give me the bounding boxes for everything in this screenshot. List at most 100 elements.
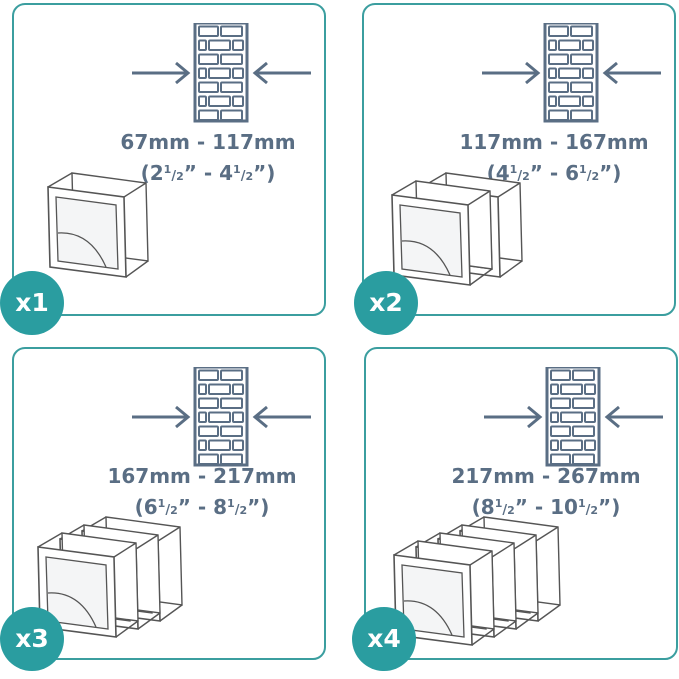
adapter-opening bbox=[55, 196, 119, 270]
brick bbox=[198, 109, 219, 121]
brick bbox=[584, 383, 596, 395]
thickness-range: 217mm - 267mm (81/2” - 101/2”) bbox=[426, 463, 666, 524]
brick bbox=[220, 81, 243, 93]
brick bbox=[572, 425, 595, 437]
brick bbox=[232, 411, 244, 423]
brick bbox=[548, 67, 557, 79]
brick bbox=[198, 95, 207, 107]
brick bbox=[198, 425, 219, 437]
wall-thickness-panel-2: 117mm - 167mm (41/2” - 61/2”) x2 bbox=[354, 3, 676, 335]
brick bbox=[572, 369, 595, 381]
brick bbox=[198, 369, 219, 381]
thickness-range: 117mm - 167mm (41/2” - 61/2”) bbox=[434, 129, 674, 190]
brick bbox=[558, 67, 581, 79]
brick bbox=[198, 67, 207, 79]
range-mm: 67mm - 117mm bbox=[120, 130, 296, 154]
brick bbox=[198, 39, 207, 51]
duct-adapter-icon bbox=[393, 516, 561, 646]
brick bbox=[548, 95, 557, 107]
brick-wall-icon bbox=[484, 367, 663, 467]
brick bbox=[582, 39, 594, 51]
adapter-opening bbox=[401, 564, 465, 638]
brick bbox=[232, 95, 244, 107]
brick bbox=[220, 53, 243, 65]
adapter-piece bbox=[37, 532, 139, 638]
brick bbox=[558, 95, 581, 107]
adapter-opening bbox=[45, 556, 109, 630]
adapter-curve bbox=[403, 600, 453, 636]
brick bbox=[198, 81, 219, 93]
brick bbox=[570, 81, 593, 93]
brick-wall-icon bbox=[132, 23, 311, 123]
brick bbox=[208, 411, 231, 423]
adapter-curve bbox=[401, 240, 451, 276]
wall-thickness-panel-3: 167mm - 217mm (61/2” - 81/2”) x3 bbox=[0, 347, 326, 671]
brick bbox=[232, 383, 244, 395]
brick bbox=[570, 53, 593, 65]
brick bbox=[198, 439, 207, 451]
left-arrow-head bbox=[525, 61, 541, 85]
brick bbox=[572, 397, 595, 409]
brick bbox=[560, 383, 583, 395]
brick bbox=[548, 81, 569, 93]
brick-wall-icon bbox=[482, 23, 661, 123]
right-arrow-head bbox=[252, 61, 268, 85]
brick bbox=[220, 109, 243, 121]
thickness-range: 167mm - 217mm (61/2” - 81/2”) bbox=[82, 463, 322, 524]
brick bbox=[208, 383, 231, 395]
brick bbox=[548, 25, 569, 37]
adapter-curve bbox=[47, 592, 97, 628]
brick bbox=[198, 397, 219, 409]
brick bbox=[198, 25, 219, 37]
brick bbox=[232, 439, 244, 451]
brick bbox=[582, 67, 594, 79]
quantity-badge: x4 bbox=[352, 607, 416, 671]
adapter-depth bbox=[391, 180, 493, 286]
brick-wall-icon bbox=[132, 367, 311, 467]
brick bbox=[220, 453, 243, 465]
wall-thickness-panel-1: 67mm - 117mm (21/2” - 41/2”) x1 bbox=[0, 3, 328, 335]
brick bbox=[572, 453, 595, 465]
brick bbox=[550, 383, 559, 395]
range-inches: (81/2” - 101/2”) bbox=[471, 495, 621, 519]
adapter-opening bbox=[399, 204, 463, 278]
brick bbox=[570, 109, 593, 121]
brick bbox=[560, 411, 583, 423]
brick bbox=[220, 25, 243, 37]
adapter-depth bbox=[47, 172, 149, 278]
brick bbox=[208, 439, 231, 451]
duct-adapter-icon bbox=[47, 172, 149, 278]
brick bbox=[550, 453, 571, 465]
thickness-range: 67mm - 117mm (21/2” - 41/2”) bbox=[88, 129, 328, 190]
brick bbox=[584, 411, 596, 423]
brick bbox=[220, 425, 243, 437]
brick bbox=[232, 39, 244, 51]
brick bbox=[550, 411, 559, 423]
range-inches: (21/2” - 41/2”) bbox=[140, 161, 276, 185]
right-arrow-head bbox=[252, 405, 268, 429]
brick bbox=[208, 95, 231, 107]
adapter-curve bbox=[57, 232, 107, 268]
range-inches: (61/2” - 81/2”) bbox=[134, 495, 270, 519]
brick bbox=[220, 369, 243, 381]
adapter-piece bbox=[391, 180, 493, 286]
wall-thickness-panel-4: 217mm - 267mm (81/2” - 101/2”) x4 bbox=[352, 347, 678, 671]
brick bbox=[560, 439, 583, 451]
brick bbox=[198, 411, 207, 423]
brick bbox=[550, 439, 559, 451]
left-arrow-head bbox=[175, 61, 191, 85]
left-arrow-head bbox=[527, 405, 543, 429]
duct-adapter-icon bbox=[37, 516, 183, 638]
duct-adapter-icon bbox=[391, 172, 523, 286]
range-mm: 217mm - 267mm bbox=[451, 464, 641, 488]
brick bbox=[198, 453, 219, 465]
brick bbox=[198, 383, 207, 395]
brick bbox=[548, 39, 557, 51]
quantity-badge: x2 bbox=[354, 271, 418, 335]
brick bbox=[208, 67, 231, 79]
left-arrow-head bbox=[175, 405, 191, 429]
adapter-depth bbox=[393, 540, 495, 646]
range-mm: 167mm - 217mm bbox=[107, 464, 297, 488]
brick bbox=[232, 67, 244, 79]
range-inches: (41/2” - 61/2”) bbox=[486, 161, 622, 185]
